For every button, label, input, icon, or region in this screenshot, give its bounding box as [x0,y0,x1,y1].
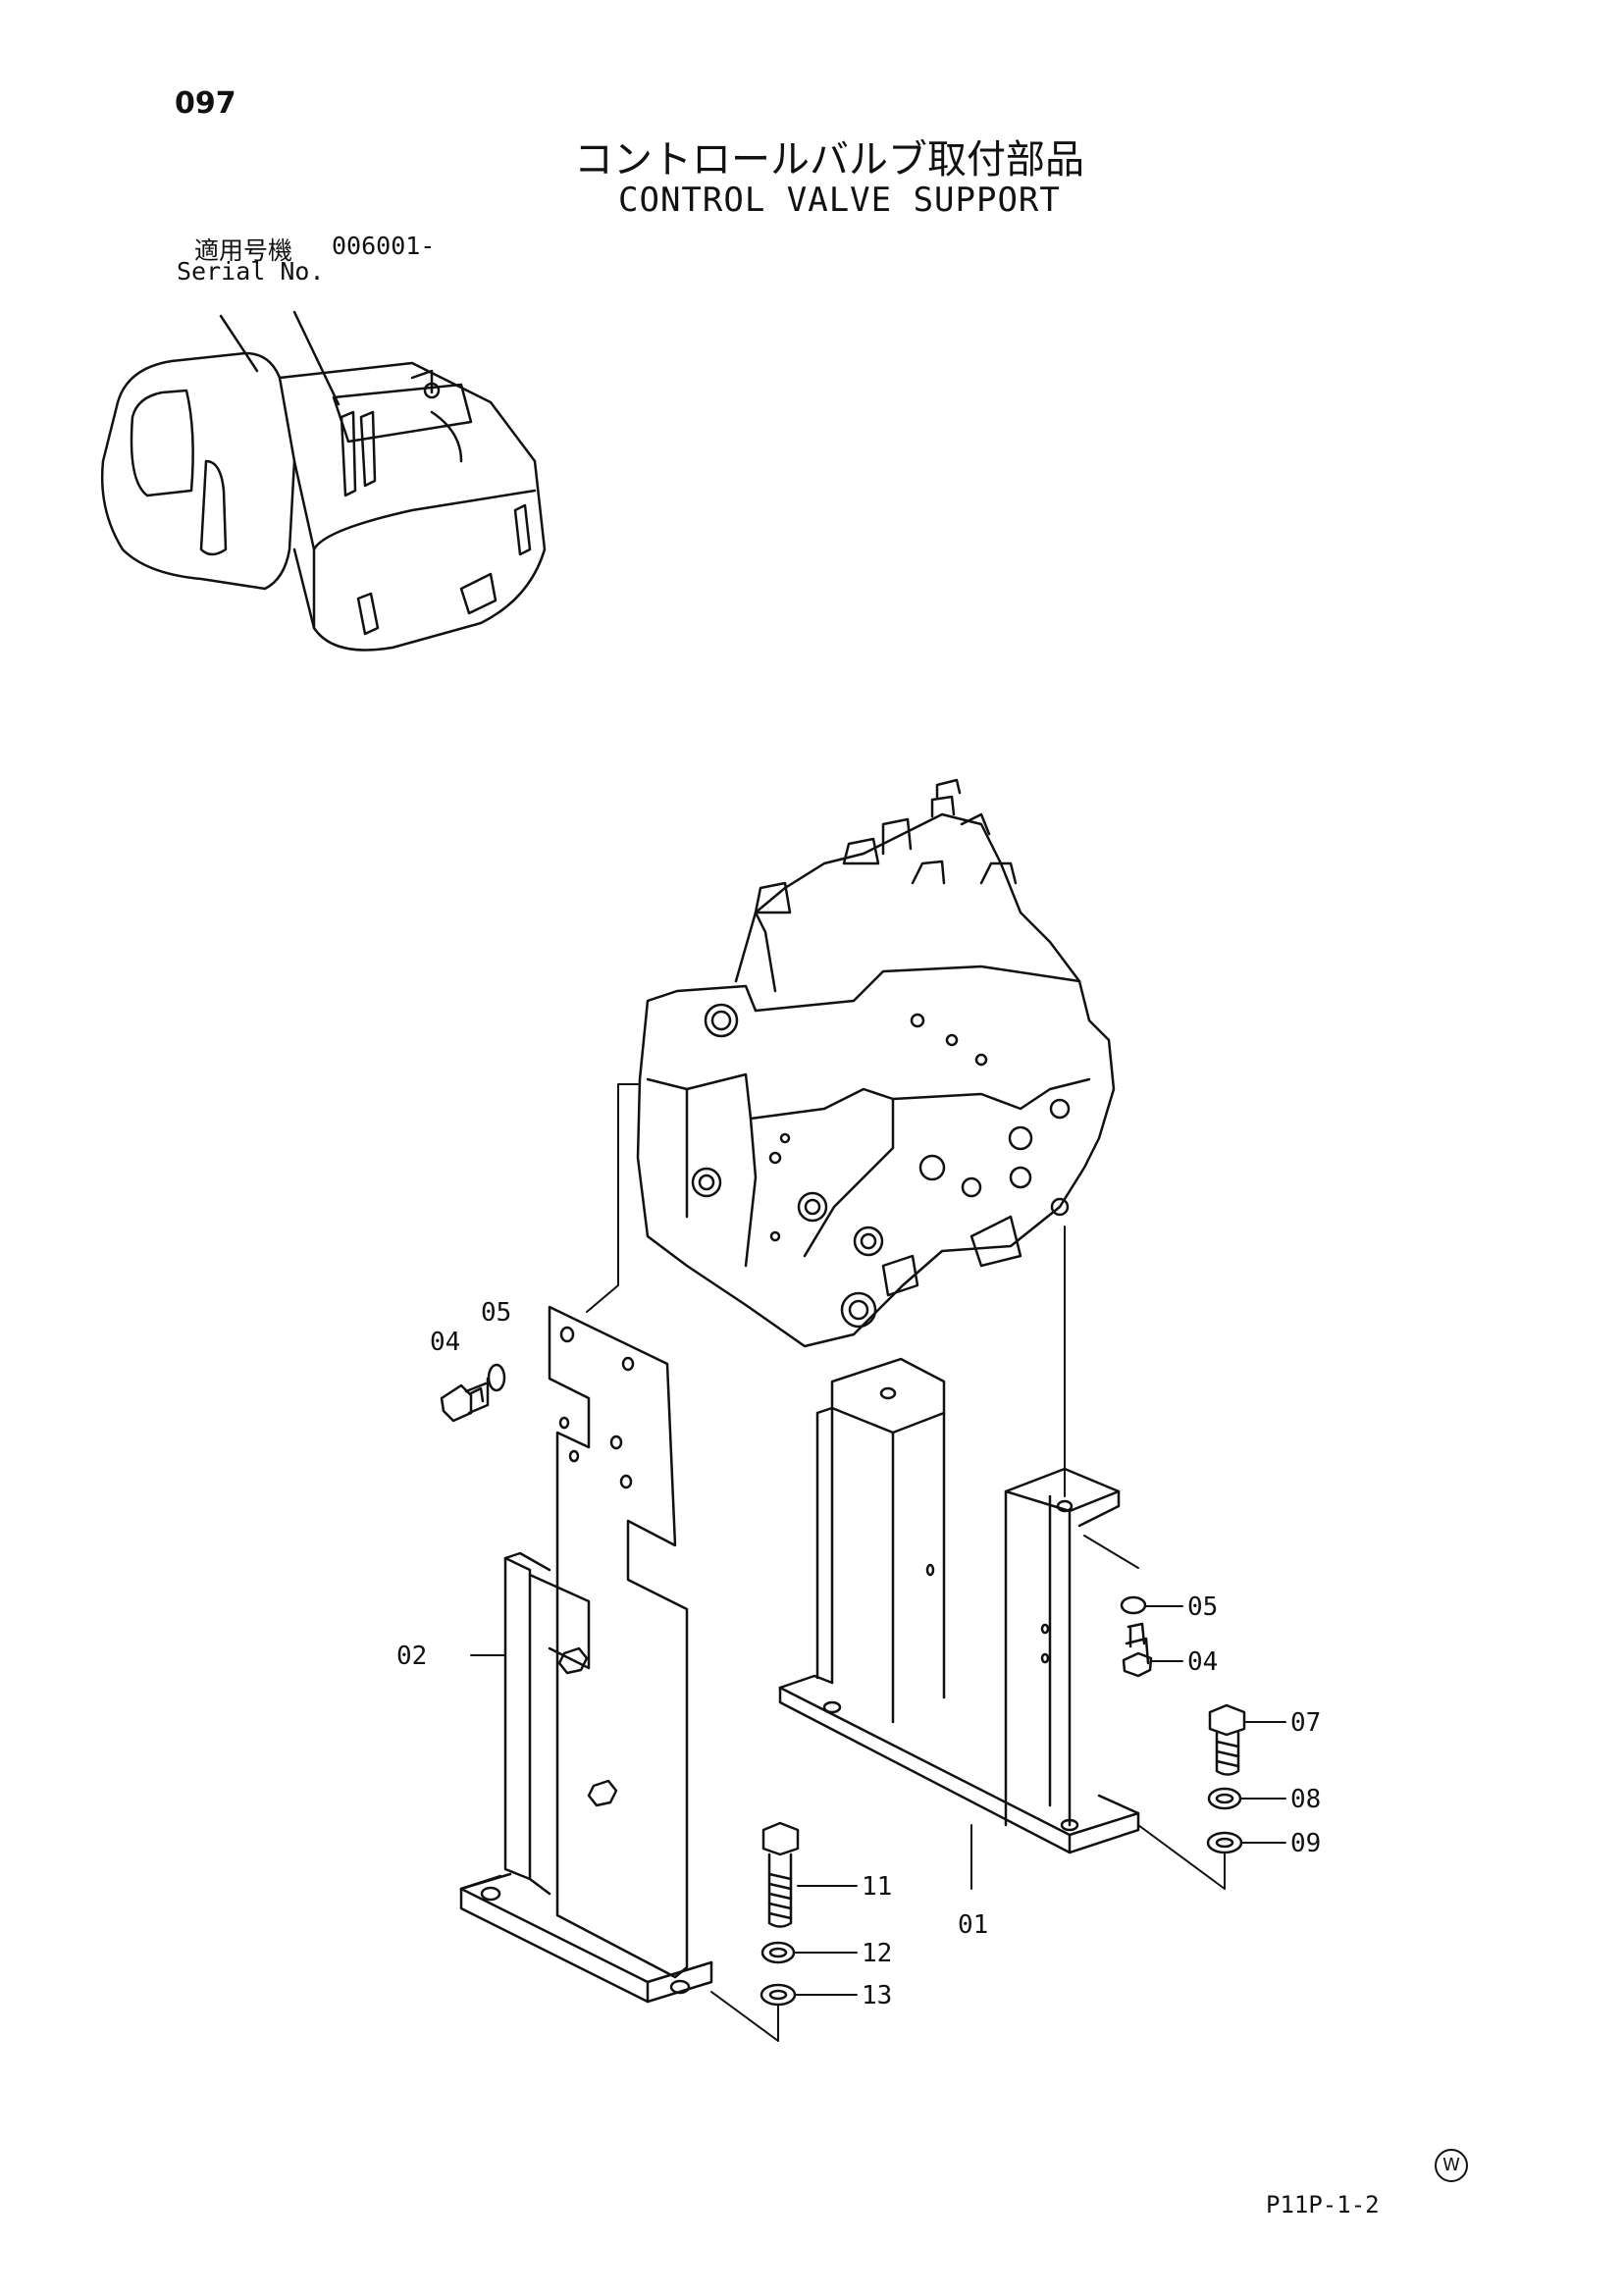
callout-07: 07 [1290,1708,1321,1738]
callout-05-right: 05 [1187,1592,1218,1622]
title-english: CONTROL VALVE SUPPORT [618,181,1061,220]
callout-11: 11 [862,1872,892,1902]
serial-number-label: Serial No. [177,257,325,286]
callout-08: 08 [1290,1785,1321,1814]
callout-13: 13 [862,1981,892,2010]
hardware-bolts-washers [440,1363,1246,2042]
bracket-01 [778,1357,1140,1854]
title-japanese: コントロールバルブ取付部品 [574,137,1084,183]
callout-05-left: 05 [481,1298,511,1328]
callout-leaders [470,1605,1286,1996]
serial-number-value: 006001- [332,232,436,260]
callout-04-right: 04 [1187,1647,1218,1677]
footer-figure-code: P11P-1-2 [1266,2191,1380,2218]
callout-04-left: 04 [430,1328,460,1357]
bracket-02 [459,1305,713,2004]
callout-09: 09 [1290,1829,1321,1858]
callout-01: 01 [958,1910,988,1940]
callout-02: 02 [396,1642,427,1671]
control-valve-assembly [636,778,1116,1348]
w-circle-mark: W [1435,2149,1468,2182]
callout-12: 12 [862,1939,892,1968]
page-number: 097 [175,86,236,121]
excavator-location-view [100,310,547,652]
applicable-machine-label: 適用号機 [194,236,293,265]
valve-mounting-leaders [586,1083,1066,1497]
